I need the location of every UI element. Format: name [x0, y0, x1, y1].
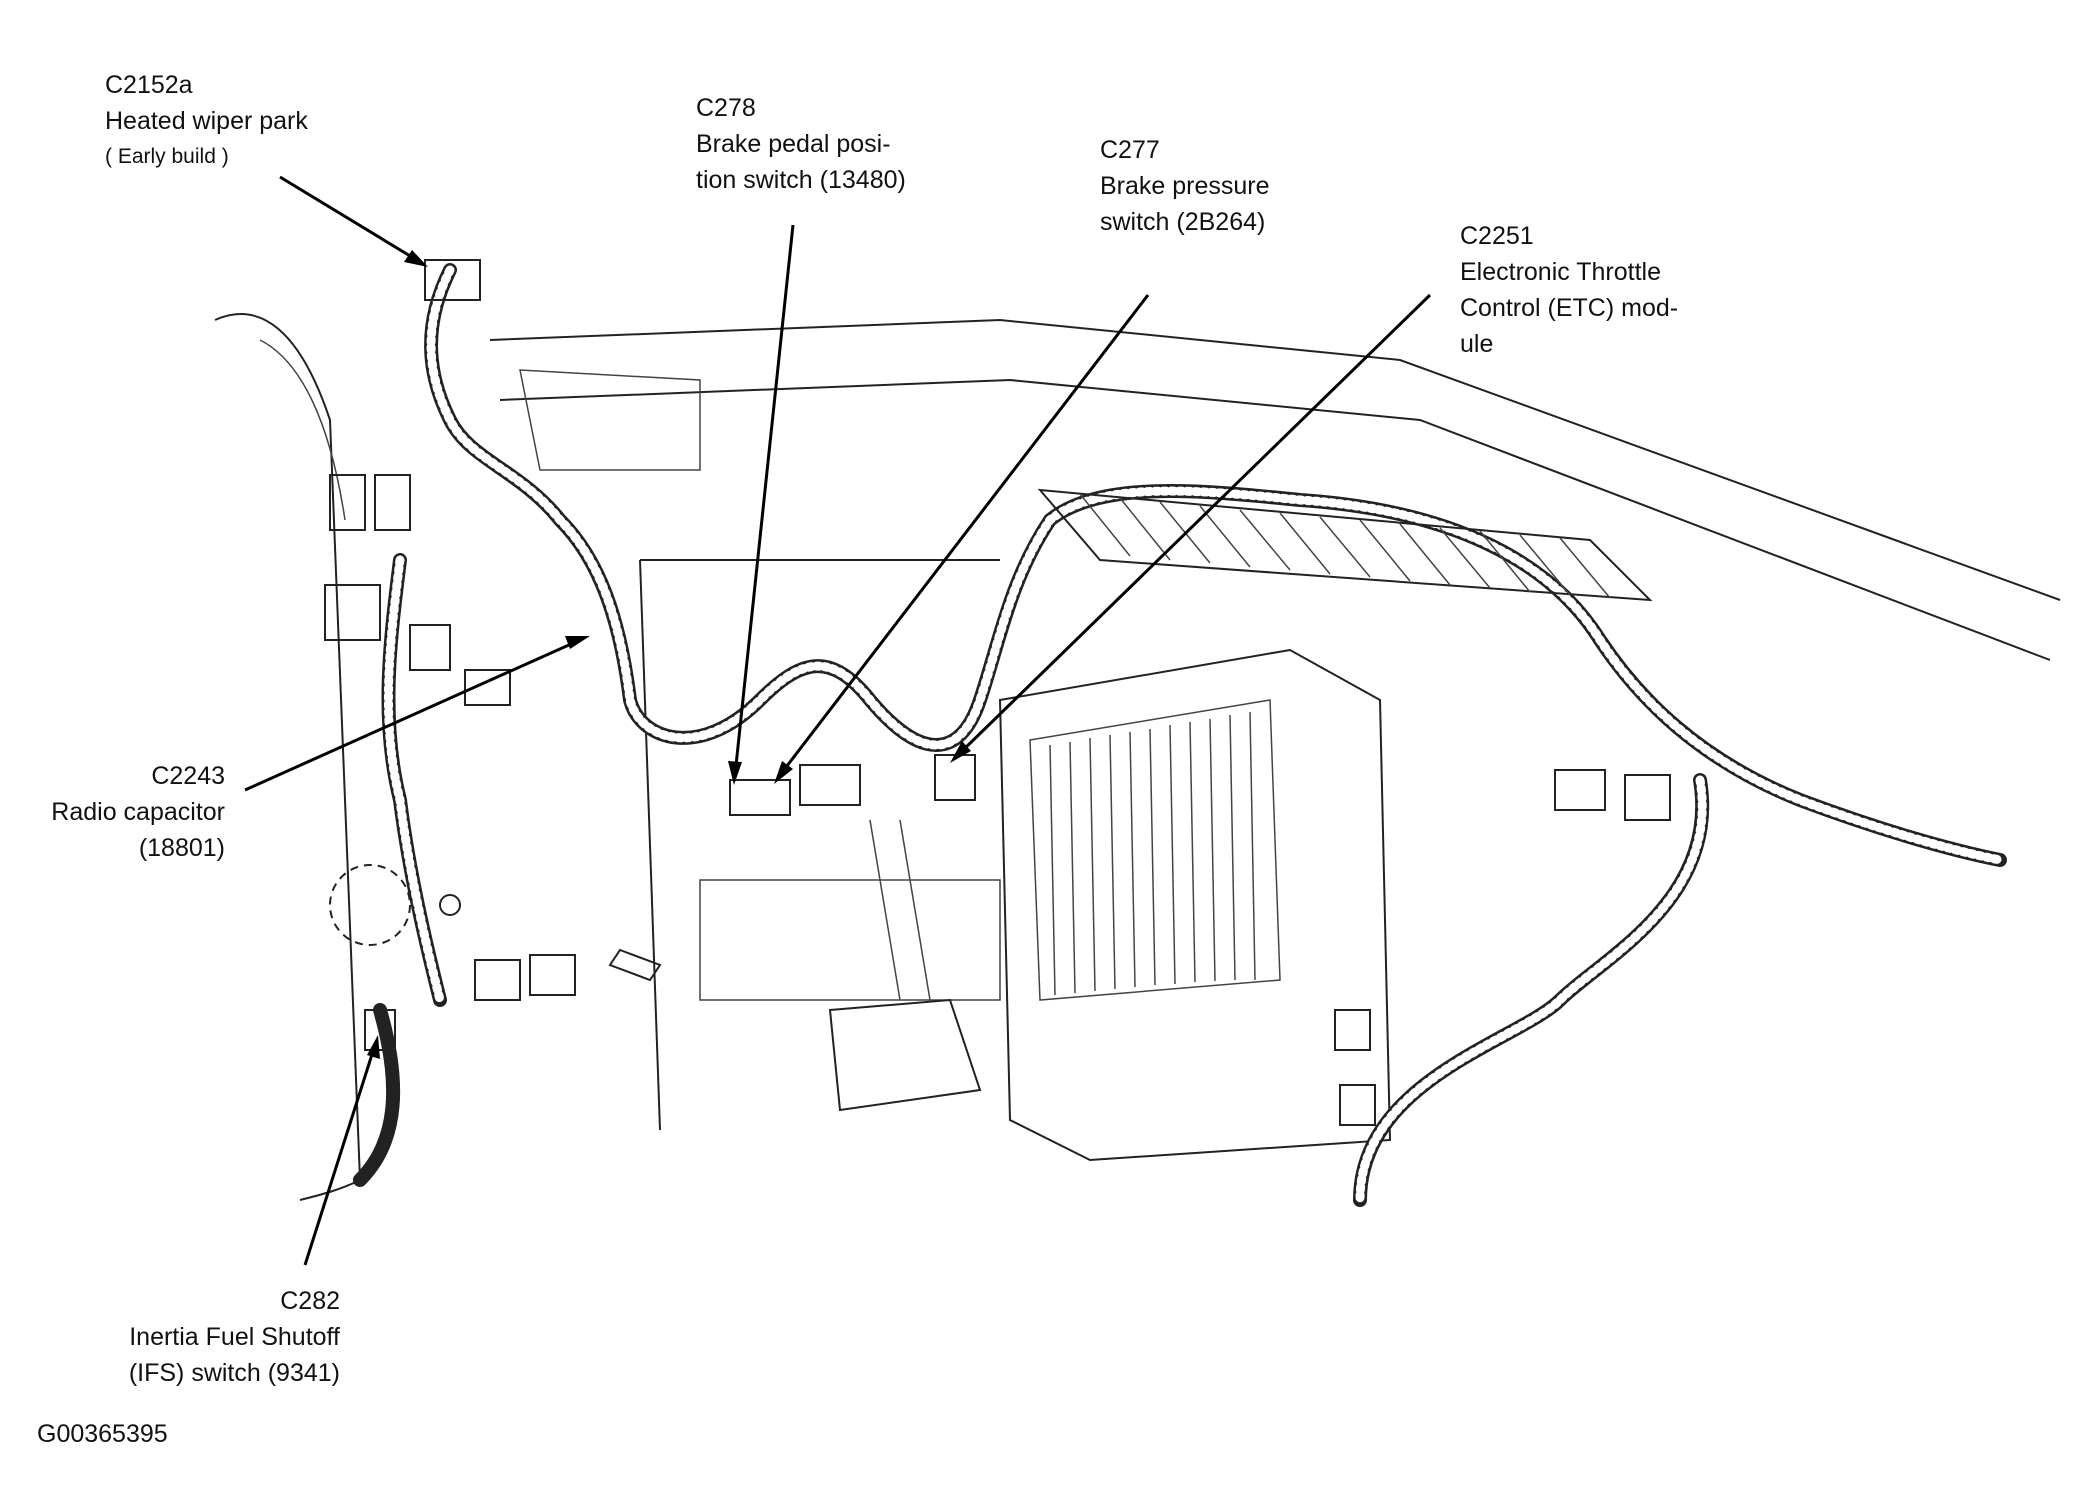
callout-connector-id: C2251 [1460, 222, 1534, 250]
a-pillar-outline [214, 313, 362, 1201]
callout-connector-id: C277 [1100, 136, 1160, 164]
callout-c2152a: C2152a Heated wiper park ( Early build ) [105, 67, 308, 175]
connector-left-4 [409, 624, 451, 671]
connector-right-1 [1554, 769, 1606, 811]
ground-location-dashed-circle [329, 864, 411, 946]
callout-description: (18801) [138, 834, 225, 862]
callout-description: Radio capacitor [51, 798, 225, 826]
main-wiring-harness [424, 263, 2007, 867]
connector-right-3 [1334, 1009, 1371, 1051]
hvac-module-grille [1029, 699, 1281, 1001]
connector-left-1 [329, 474, 366, 531]
connector-right-4 [1339, 1084, 1376, 1126]
callout-c2243: C2243 Radio capacitor (18801) [20, 758, 225, 866]
leader-line-c278 [728, 224, 795, 785]
hvac-grille-fins [1049, 711, 1256, 996]
door-frame-outline [259, 339, 346, 521]
leader-line-c2243 [244, 636, 590, 792]
connector-c278 [729, 779, 791, 816]
connector-c2243 [464, 669, 511, 706]
leader-line-c277 [774, 294, 1150, 784]
callout-description: (IFS) switch (9341) [128, 1359, 340, 1387]
callout-description: switch (2B264) [1100, 208, 1266, 236]
connector-c2251 [934, 754, 976, 801]
dash-panel-cutout [699, 879, 1001, 1001]
cowl-vent-opening [519, 369, 701, 471]
leader-line-c282 [303, 1035, 380, 1266]
connector-c277 [799, 764, 861, 806]
callout-connector-id: C282 [280, 1287, 340, 1315]
leader-line-c2152a [279, 175, 428, 267]
callout-c2251: C2251 Electronic Throttle Control (ETC) … [1460, 218, 1678, 362]
callout-c277: C277 Brake pressure switch (2B264) [1100, 132, 1270, 240]
callout-note: ( Early build ) [105, 145, 229, 168]
callout-connector-id: C2152a [105, 71, 193, 99]
connector-right-2 [1624, 774, 1671, 821]
crossbar-harness-cover [1037, 488, 1653, 602]
connector-lower-1 [474, 959, 521, 1001]
callout-c282: C282 Inertia Fuel Shutoff (IFS) switch (… [60, 1283, 340, 1391]
callout-description: Brake pedal posi- [696, 130, 891, 158]
callout-description: tion switch (13480) [696, 166, 906, 194]
callout-connector-id: C2243 [151, 762, 225, 790]
connector-left-2 [374, 474, 411, 531]
callout-description: Control (ETC) mod- [1460, 294, 1679, 322]
callout-description: Brake pressure [1100, 172, 1270, 200]
cowl-top-edge [489, 318, 2061, 601]
connector-c2152a [424, 259, 481, 301]
ifs-branch-harness [353, 1003, 401, 1187]
bolt [608, 948, 662, 982]
callout-c278: C278 Brake pedal posi- tion switch (1348… [696, 90, 906, 198]
callout-description: Inertia Fuel Shutoff [129, 1323, 340, 1351]
connector-lower-2 [529, 954, 576, 996]
callout-connector-id: C278 [696, 94, 756, 122]
hvac-module-housing [998, 648, 1392, 1162]
callout-description: ule [1460, 330, 1494, 358]
connector-left-3 [324, 584, 381, 641]
brake-pedal-arm [869, 819, 931, 1001]
dash-panel-left [639, 559, 1000, 1131]
figure-id: G00365395 [37, 1420, 168, 1448]
cowl-inner-edge [499, 378, 2051, 661]
callout-description: Heated wiper park [105, 107, 308, 135]
brake-pedal [828, 998, 982, 1112]
callout-description: Electronic Throttle [1460, 258, 1662, 286]
connector-c282 [364, 1009, 396, 1051]
etc-branch-harness [1353, 773, 1710, 1207]
leader-line-c2251 [950, 293, 1432, 763]
ground-stud [439, 894, 461, 916]
